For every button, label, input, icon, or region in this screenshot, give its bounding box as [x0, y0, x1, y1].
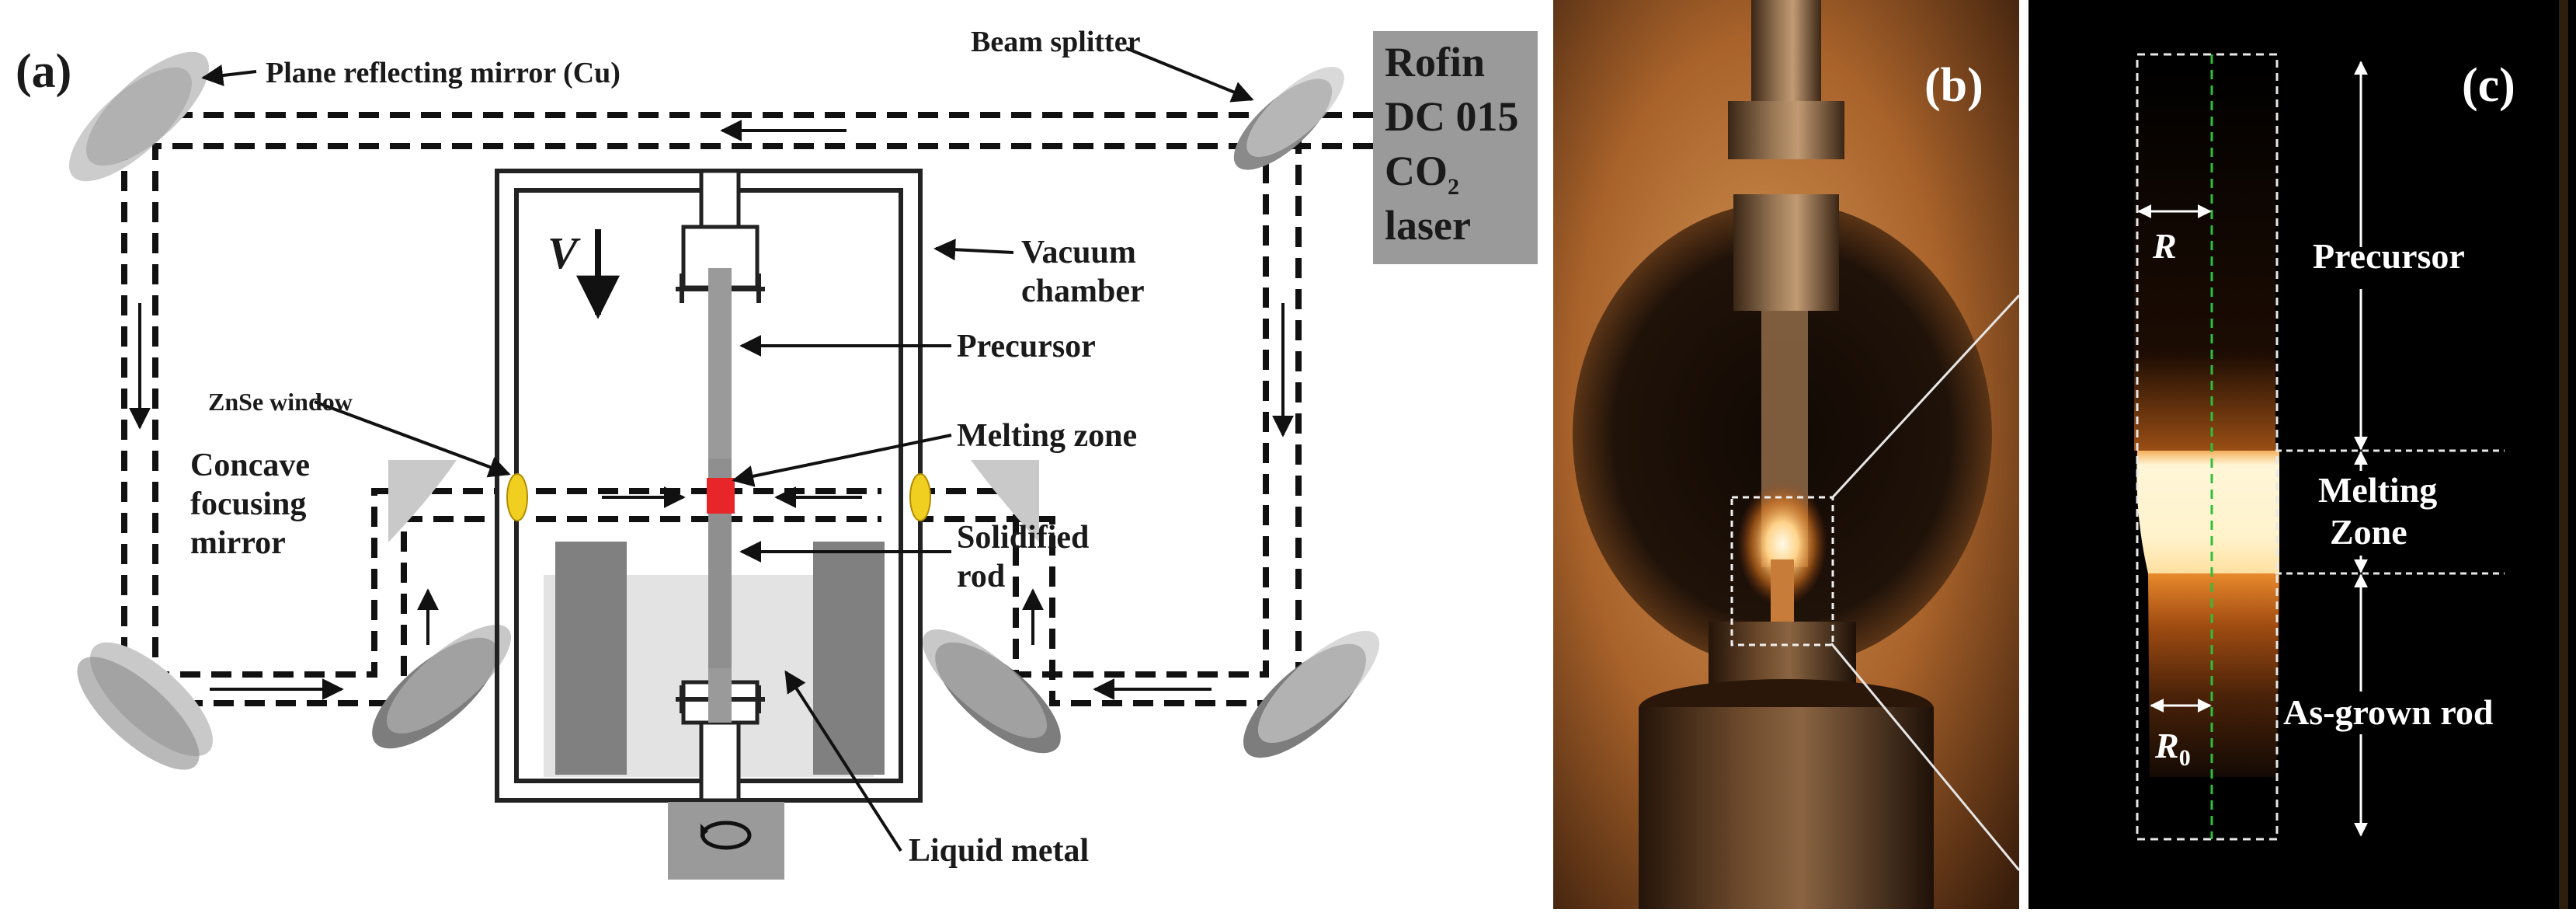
melting-label-c-1: Melting	[2318, 470, 2437, 510]
beam-path-inner-right	[920, 143, 1373, 678]
zoom-line-top	[1830, 294, 2021, 500]
crucible-wall-right	[813, 542, 885, 775]
melting-zone	[707, 478, 735, 514]
rod-outline-box	[2136, 53, 2279, 841]
vacuum-chamber-label-2: chamber	[1021, 274, 1145, 309]
panel-b: (b)	[1553, 0, 2019, 909]
melting-zone-region	[2136, 451, 2279, 573]
beam-path-outer-left	[121, 112, 1373, 706]
callout-leaders	[201, 47, 1254, 852]
radius-label: R	[2152, 226, 2177, 266]
plane-mirror-bottom-center-left	[372, 625, 512, 749]
laser-label-model: DC 015	[1385, 93, 1519, 140]
laser-label-rofin: Rofin	[1385, 39, 1485, 85]
laser-label-co2: CO2	[1385, 148, 1459, 200]
plane-mirror-bottom-center-right	[922, 629, 1061, 754]
solidified-rod-label-1: Solidified	[957, 520, 1089, 556]
concave-mirror-right	[971, 460, 1039, 542]
plane-mirror-label: Plane reflecting mirror (Cu)	[266, 57, 621, 89]
znse-window-left	[506, 473, 528, 521]
concave-mirror-label-1: Concave	[190, 448, 310, 483]
panel-c: R R0 Precursor Melting Zone As-grown rod…	[2028, 0, 2576, 909]
rod-lower-segment	[708, 668, 732, 723]
laser-label-laser: laser	[1385, 202, 1471, 249]
precursor-region	[2134, 62, 2275, 451]
concave-mirror-label-3: mirror	[190, 525, 286, 561]
photo-crucible	[1639, 707, 1934, 909]
beam-splitter-label: Beam splitter	[971, 26, 1141, 58]
znse-window-right	[909, 473, 931, 521]
vacuum-chamber-label-1: Vacuum	[1021, 235, 1136, 270]
photo-lower-clamp	[1709, 622, 1856, 688]
panel-c-photo	[2028, 0, 2576, 909]
concave-mirror-left	[388, 460, 457, 542]
photo-zoom-box	[1730, 496, 1834, 646]
plane-mirror-bottom-left	[77, 642, 213, 770]
liquid-metal-label: Liquid metal	[909, 833, 1089, 869]
photo-melt-glow	[1737, 482, 1827, 606]
panel-a: (a) Rofin DC 015 CO2 laser	[16, 26, 1538, 880]
photo-holder-block	[1733, 194, 1839, 311]
beam-path-outer-right	[920, 112, 1373, 706]
precursor-label: Precursor	[957, 329, 1096, 364]
panel-c-tag: (c)	[2462, 59, 2515, 112]
rotation-stage	[668, 802, 784, 880]
melting-label-c-2: Zone	[2330, 512, 2407, 552]
panel-b-tag: (b)	[1924, 59, 1983, 112]
panel-a-tag: (a)	[16, 45, 71, 98]
solidified-rod-label-2: rod	[957, 559, 1005, 594]
beam-direction-arrows	[129, 120, 1294, 700]
co2-laser-box	[1373, 31, 1538, 264]
znse-window-label: ZnSe window	[208, 388, 353, 416]
concave-mirror-label-2: focusing	[190, 486, 306, 522]
melting-zone-label: Melting zone	[957, 418, 1137, 454]
zoom-line-bottom	[1830, 643, 2021, 871]
photo-upper-shaft	[1751, 0, 1821, 101]
upper-holder	[676, 169, 765, 303]
precursor-label-c: Precursor	[2313, 236, 2465, 276]
photo-upper-clamp	[1728, 101, 1844, 159]
crucible-wall-left	[555, 542, 627, 775]
as-grown-rod-region	[2148, 573, 2279, 777]
plane-mirror-bottom-right	[1243, 630, 1380, 758]
beam-splitter	[1233, 67, 1344, 170]
background-rod-streak	[2559, 0, 2568, 909]
rotation-arrowhead-icon	[700, 824, 708, 838]
plane-mirror-top-left	[69, 51, 209, 182]
as-grown-label-c: As-grown rod	[2283, 692, 2494, 732]
velocity-label: V	[548, 228, 581, 278]
radius0-label: R0	[2154, 726, 2191, 771]
